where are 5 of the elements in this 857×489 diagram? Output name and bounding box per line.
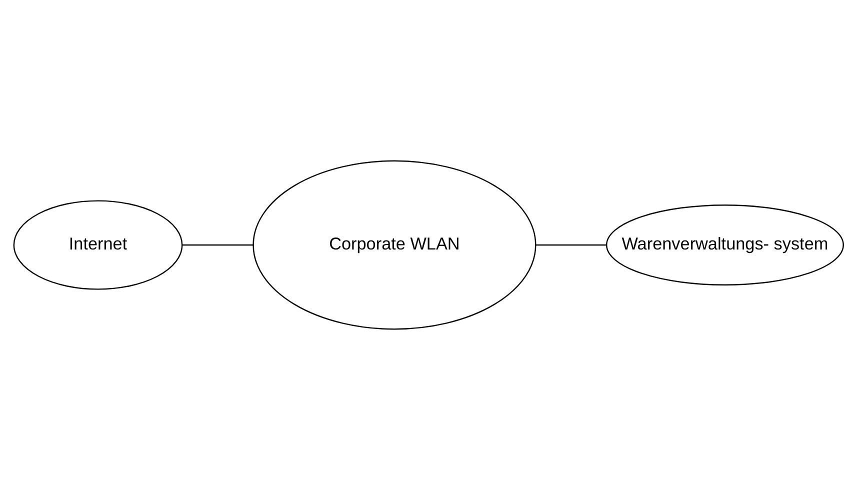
node-ellipse: Internet <box>13 200 183 290</box>
connector <box>536 244 607 246</box>
connector <box>182 244 254 246</box>
node-ellipse: Corporate WLAN <box>252 160 536 330</box>
node-ellipse: Warenverwaltungs- system <box>606 204 844 285</box>
